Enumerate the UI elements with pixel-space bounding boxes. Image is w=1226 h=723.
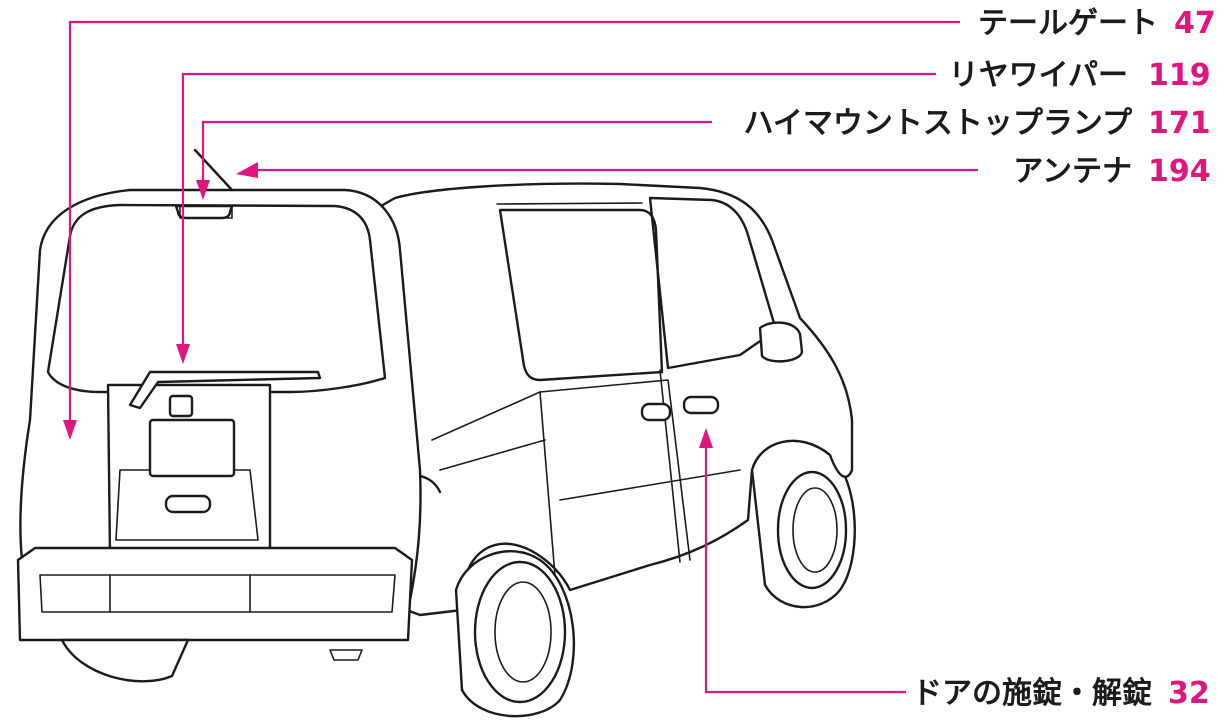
door-lock-leader-line (704, 448, 906, 694)
rear-door-handle (640, 402, 672, 422)
left-rear-wheel (60, 638, 190, 683)
tailgate-arrowhead (63, 420, 77, 440)
rear-wiper-arrowhead (176, 344, 190, 364)
antenna-label: アンテナ (1013, 154, 1132, 189)
side-window-rear (498, 208, 664, 382)
near-rear-wheel (454, 550, 576, 718)
license-plate (148, 418, 236, 478)
rear-window (46, 203, 387, 394)
high-mount-stop-lamp-label: ハイマウントストップランプ (744, 106, 1133, 141)
side-window-front (648, 196, 778, 370)
right-rear-wheel (750, 439, 856, 609)
tailgate-page-number[interactable]: 47 (1174, 6, 1216, 41)
rear-wiper-arm (128, 370, 322, 410)
vehicle-illustration (16, 148, 856, 718)
tailgate-leader-line (68, 20, 960, 420)
vehicle-side-body (358, 182, 854, 617)
door-lock-page-number[interactable]: 32 (1168, 676, 1210, 711)
antenna-arrowhead (236, 162, 258, 178)
exhaust-pipe (329, 649, 363, 661)
tailgate-handle (164, 494, 212, 514)
high-mount-lamp-housing (174, 204, 234, 220)
antenna-page-number[interactable]: 194 (1148, 154, 1211, 189)
door-lock-label: ドアの施錠・解錠 (912, 676, 1152, 711)
rear-wiper-leader-line (181, 72, 936, 344)
side-mirror (758, 321, 804, 363)
door-lock-arrowhead (699, 428, 713, 448)
tailgate-label: テールゲート (978, 6, 1158, 41)
rear-wiper-page-number[interactable]: 119 (1148, 58, 1211, 93)
high-mount-stop-lamp-arrowhead (196, 180, 210, 200)
antenna-mast (193, 148, 234, 192)
rear-wiper-label: リヤワイパー (949, 58, 1128, 93)
high-mount-stop-lamp-leader-line (201, 120, 712, 180)
callout-labels: テールゲート 47 リヤワイパー 119 ハイマウントストップランプ 171 ア… (744, 6, 1216, 711)
front-door-handle (682, 395, 720, 415)
brand-emblem (168, 394, 194, 418)
callout-leaders (63, 20, 978, 694)
high-mount-stop-lamp-page-number[interactable]: 171 (1148, 106, 1211, 141)
rear-bumper (16, 546, 414, 642)
